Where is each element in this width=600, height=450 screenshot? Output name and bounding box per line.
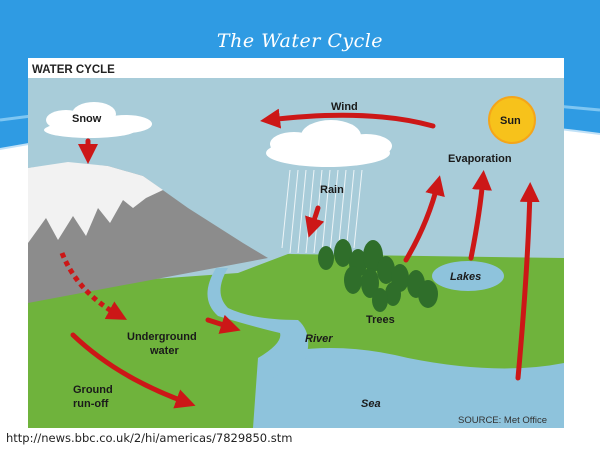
river	[207, 268, 309, 378]
label-evaporation: Evaporation	[448, 153, 512, 165]
label-underground: Underground	[127, 331, 197, 343]
label-runoff: run-off	[73, 398, 109, 410]
evaporation-arrow-lake	[468, 170, 492, 261]
lake	[432, 261, 504, 291]
ground-runoff-arrow	[70, 332, 196, 409]
label-trees: Trees	[366, 314, 395, 326]
snow-cap	[28, 162, 163, 243]
label-ground: Ground	[73, 384, 113, 396]
sea	[253, 348, 564, 428]
source-note: SOURCE: Met Office	[458, 415, 547, 426]
rain-arrow	[305, 205, 325, 238]
label-sun: Sun	[500, 115, 521, 127]
underground-arrow	[205, 314, 241, 334]
evaporation-arrow-sea	[515, 182, 540, 381]
arrows	[70, 108, 540, 409]
trees	[318, 239, 438, 312]
label-river: River	[305, 333, 333, 345]
label-underground-water: water	[149, 345, 179, 357]
wind-arrow	[260, 108, 436, 129]
label-sea: Sea	[361, 398, 381, 410]
source-url: http://news.bbc.co.uk/2/hi/americas/7829…	[6, 431, 293, 445]
diagram-header-band	[28, 58, 564, 78]
slide-title: The Water Cycle	[216, 30, 384, 52]
sun-icon	[489, 97, 535, 143]
water-cycle-diagram: WATER CYCLE	[28, 58, 564, 428]
label-snow: Snow	[72, 113, 102, 125]
label-rain: Rain	[320, 184, 344, 196]
snow-cloud	[44, 102, 152, 138]
evaporation-arrow-trees	[403, 175, 445, 263]
label-lakes: Lakes	[450, 271, 481, 283]
diagram-header: WATER CYCLE	[32, 64, 115, 76]
label-wind: Wind	[331, 101, 358, 113]
rain-cloud	[266, 120, 392, 167]
